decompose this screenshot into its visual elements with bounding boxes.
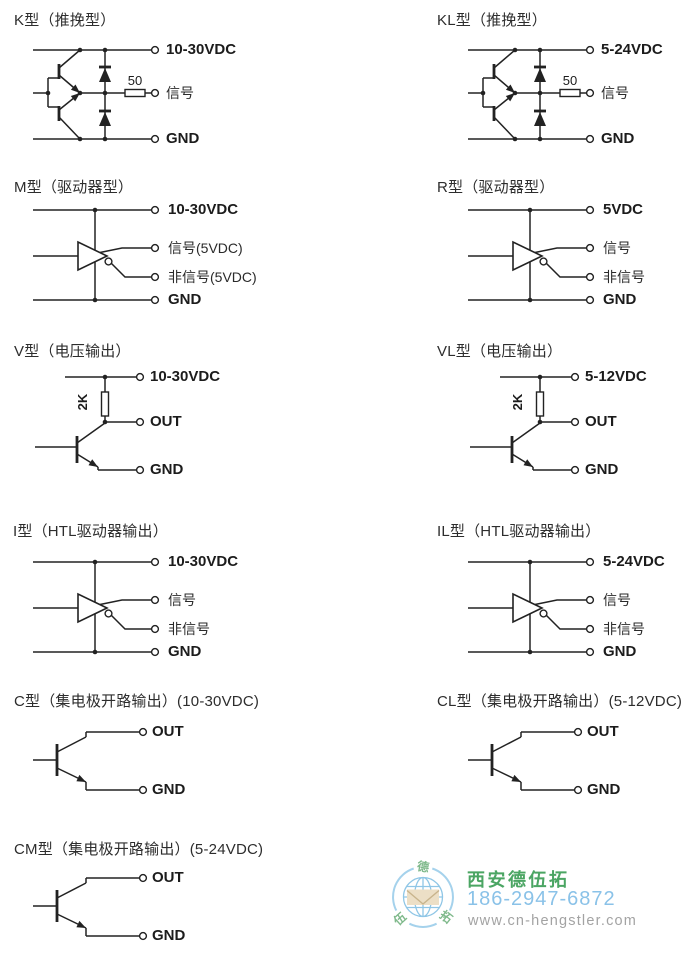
terminal-label-out: OUT [152, 723, 184, 740]
diagram-c-type: C型（集电极开路输出）(10-30VDC) OUT GND [0, 680, 350, 828]
terminal-label-signal: 信号 [603, 592, 631, 608]
terminal-label-signal: 信号 [603, 240, 631, 256]
diagram-title: C型（集电极开路输出）(10-30VDC) [14, 693, 260, 710]
terminal-label-gnd: GND [152, 781, 186, 798]
terminal-label-signal: 信号(5VDC) [168, 240, 243, 256]
diagram-m-type: M型（驱动器型） 10-30VDC 信号(5VDC) 非信号(5VDC) GND [0, 163, 350, 328]
terminal-label-signal: 信号 [166, 85, 194, 101]
resistor-value-label: 50 [127, 73, 143, 88]
terminal-label-signal-inverted: 非信号 [603, 269, 645, 285]
diagram-il-type: IL型（HTL驱动器输出） 5-24VDC 信号 非信号 GND [350, 508, 700, 680]
diagram-title: IL型（HTL驱动器输出） [437, 523, 601, 540]
terminal-label-gnd: GND [168, 643, 202, 660]
diagram-title: R型（驱动器型） [437, 179, 555, 196]
diagram-cm-type: CM型（集电极开路输出）(5-24VDC) OUT GND [0, 828, 350, 954]
diagram-r-type: R型（驱动器型） 5VDC 信号 非信号 GND [350, 163, 700, 328]
driver-schematic [32, 557, 160, 657]
terminal-label-power: 10-30VDC [150, 368, 221, 385]
terminal-label-signal: 信号 [601, 85, 629, 101]
terminal-label-power: 10-30VDC [166, 41, 237, 58]
diagram-kl-type: KL型（推挽型） 50 5-24VDC 信号 GND [350, 0, 700, 163]
website-url: www.cn-hengstler.com [468, 913, 638, 929]
resistor-value-label: 2K [75, 393, 90, 411]
pushpull-schematic [31, 45, 160, 144]
stamp-char-left: 伍 [389, 909, 409, 929]
terminal-label-power: 5-24VDC [601, 41, 663, 58]
resistor-value-label: 2K [510, 393, 525, 411]
terminal-label-gnd: GND [168, 291, 202, 308]
terminal-label-signal: 信号 [168, 592, 196, 608]
terminal-label-signal-inverted: 非信号(5VDC) [168, 269, 257, 285]
terminal-label-gnd: GND [166, 130, 200, 147]
terminal-label-gnd: GND [587, 781, 621, 798]
terminal-label-signal-inverted: 非信号 [168, 621, 210, 637]
terminal-label-gnd: GND [150, 461, 184, 478]
terminal-label-gnd: GND [603, 643, 637, 660]
company-name: 西安德伍拓 [467, 870, 570, 890]
diagram-vl-type: VL型（电压输出） 2K 5-12VDC OUT GND [350, 328, 700, 508]
terminal-label-power: 10-30VDC [168, 553, 239, 570]
diagram-i-type: I型（HTL驱动器输出） 10-30VDC 信号 非信号 GND [0, 508, 350, 680]
diagram-title: M型（驱动器型） [14, 179, 134, 196]
diagram-k-type: K型（推挽型） 50 10-30VDC 信号 GND [0, 0, 350, 163]
terminal-label-signal-inverted: 非信号 [603, 621, 645, 637]
diagram-title: V型（电压输出） [14, 343, 131, 360]
diagram-title: VL型（电压输出） [437, 343, 563, 360]
pushpull-schematic [466, 45, 595, 144]
vendor-watermark: 德 伍 拓 西安德伍拓 186-2947-6872 www.cn-hengstl… [380, 848, 700, 954]
terminal-label-gnd: GND [603, 291, 637, 308]
diagram-title: CL型（集电极开路输出）(5-12VDC) [437, 693, 683, 710]
diagram-title: KL型（推挽型） [437, 12, 547, 29]
phone-number: 186-2947-6872 [467, 888, 616, 910]
diagram-title: K型（推挽型） [14, 12, 116, 29]
terminal-label-power: 5-12VDC [585, 368, 647, 385]
diagram-v-type: V型（电压输出） 2K 10-30VDC OUT GND [0, 328, 350, 508]
terminal-label-out: OUT [587, 723, 619, 740]
company-logo-stamp: 德 伍 拓 [389, 858, 456, 929]
terminal-label-gnd: GND [601, 130, 635, 147]
terminal-label-gnd: GND [585, 461, 619, 478]
driver-schematic [467, 557, 595, 657]
terminal-label-gnd: GND [152, 927, 186, 944]
terminal-label-power: 10-30VDC [168, 201, 239, 218]
stamp-char-top: 德 [416, 858, 430, 875]
terminal-label-out: OUT [152, 869, 184, 886]
terminal-label-power: 5-24VDC [603, 553, 665, 570]
diagram-title: I型（HTL驱动器输出） [13, 523, 168, 540]
diagram-title: CM型（集电极开路输出）(5-24VDC) [14, 841, 264, 858]
terminal-label-power: 5VDC [603, 201, 644, 218]
terminal-label-out: OUT [585, 413, 617, 430]
resistor-value-label: 50 [562, 73, 578, 88]
diagram-cl-type: CL型（集电极开路输出）(5-12VDC) OUT GND [350, 680, 700, 828]
driver-schematic [467, 205, 595, 305]
terminal-label-out: OUT [150, 413, 182, 430]
stamp-char-right: 拓 [437, 907, 456, 926]
driver-schematic [32, 205, 160, 305]
